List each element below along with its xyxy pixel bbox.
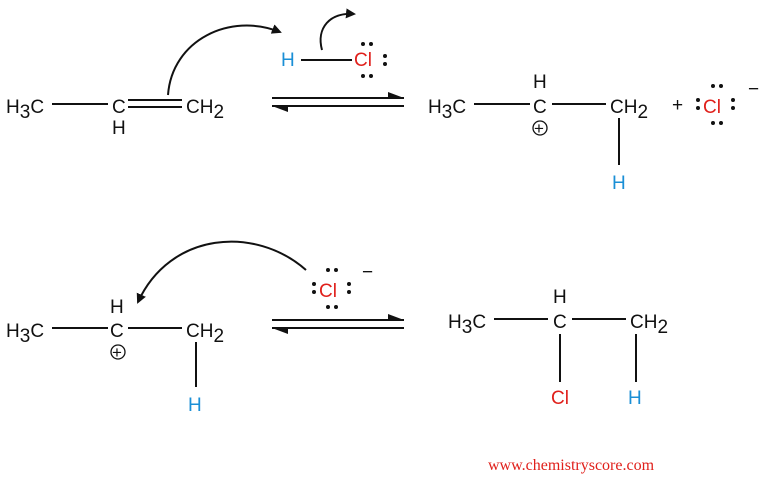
chlorine-label: Cl bbox=[703, 97, 721, 118]
lone-pair-dot bbox=[383, 54, 387, 58]
lone-pair-dot bbox=[711, 84, 715, 88]
plus-sign: + bbox=[672, 95, 683, 116]
reverse-arrow-head bbox=[272, 328, 288, 334]
lone-pair-dot bbox=[719, 84, 723, 88]
curved-arrow-bond-to-cl bbox=[319, 8, 356, 51]
chlorine-label: Cl bbox=[551, 388, 569, 409]
lone-pair-dot bbox=[347, 282, 351, 286]
lone-pair-dot bbox=[696, 98, 700, 102]
h3c-group-label: H3C bbox=[6, 97, 44, 123]
forward-arrow-head bbox=[388, 92, 404, 98]
ch2-group-label: CH2 bbox=[186, 97, 224, 123]
h3c-group-label: H3C bbox=[448, 312, 486, 338]
propene-molecule: H3C C H CH2 bbox=[6, 97, 224, 139]
watermark-url: www.chemistryscore.com bbox=[488, 457, 655, 474]
lone-pair-dot bbox=[383, 62, 387, 66]
ch2-group-label: CH2 bbox=[186, 321, 224, 347]
lone-pair-dot bbox=[711, 121, 715, 125]
chlorine-label: Cl bbox=[354, 50, 372, 71]
carbon-label: C bbox=[112, 97, 126, 118]
lone-pair-dot bbox=[326, 268, 330, 272]
lone-pair-dot bbox=[334, 305, 338, 309]
lone-pair-dot bbox=[719, 121, 723, 125]
hcl-molecule: H Cl bbox=[281, 42, 387, 78]
secondary-carbocation: H3C C H + CH2 H bbox=[6, 297, 224, 416]
equilibrium-arrows bbox=[272, 92, 404, 112]
ch2-group-label: CH2 bbox=[610, 97, 648, 123]
negative-charge-label: − bbox=[748, 79, 759, 100]
added-hydrogen-label: H bbox=[612, 173, 626, 194]
chlorine-label: Cl bbox=[319, 281, 337, 302]
lone-pair-dot bbox=[696, 106, 700, 110]
2-chloropropane-molecule: H3C C H CH2 Cl H bbox=[448, 287, 668, 409]
chloride-ion: Cl − bbox=[312, 262, 373, 309]
lone-pair-dot bbox=[334, 268, 338, 272]
added-hydrogen-label: H bbox=[188, 395, 202, 416]
hydrogen-label: H bbox=[533, 72, 547, 93]
hydrogen-label: H bbox=[553, 287, 567, 308]
lone-pair-dot bbox=[312, 290, 316, 294]
reverse-arrow-head bbox=[272, 106, 288, 112]
positive-charge-label: + bbox=[112, 343, 122, 362]
curved-arrow-pi-bond-to-h bbox=[167, 24, 282, 96]
lone-pair-dot bbox=[731, 106, 735, 110]
curved-arrow-cl-to-carbocation bbox=[136, 240, 307, 304]
lone-pair-dot bbox=[361, 74, 365, 78]
lone-pair-dot bbox=[347, 290, 351, 294]
secondary-carbocation: H3C C H + CH2 H bbox=[428, 72, 648, 194]
carbon-label: C bbox=[553, 312, 567, 333]
negative-charge-label: − bbox=[362, 262, 373, 283]
positive-charge-label: + bbox=[534, 119, 544, 138]
lone-pair-dot bbox=[369, 42, 373, 46]
positive-charge-circle bbox=[110, 344, 126, 360]
chloride-ion: Cl − bbox=[696, 79, 759, 125]
hydrogen-label: H bbox=[281, 50, 295, 71]
positive-charge-circle bbox=[532, 120, 548, 136]
hydrogen-label: H bbox=[628, 388, 642, 409]
lone-pair-dot bbox=[361, 42, 365, 46]
hydrogen-label: H bbox=[112, 118, 126, 139]
lone-pair-dot bbox=[731, 98, 735, 102]
equilibrium-arrows bbox=[272, 314, 404, 334]
lone-pair-dot bbox=[326, 305, 330, 309]
h3c-group-label: H3C bbox=[428, 97, 466, 123]
lone-pair-dot bbox=[369, 74, 373, 78]
carbon-label: C bbox=[110, 321, 124, 342]
ch2-group-label: CH2 bbox=[630, 312, 668, 338]
forward-arrow-head bbox=[388, 314, 404, 320]
carbon-label: C bbox=[533, 97, 547, 118]
hydrogen-label: H bbox=[110, 297, 124, 318]
h3c-group-label: H3C bbox=[6, 321, 44, 347]
lone-pair-dot bbox=[312, 282, 316, 286]
